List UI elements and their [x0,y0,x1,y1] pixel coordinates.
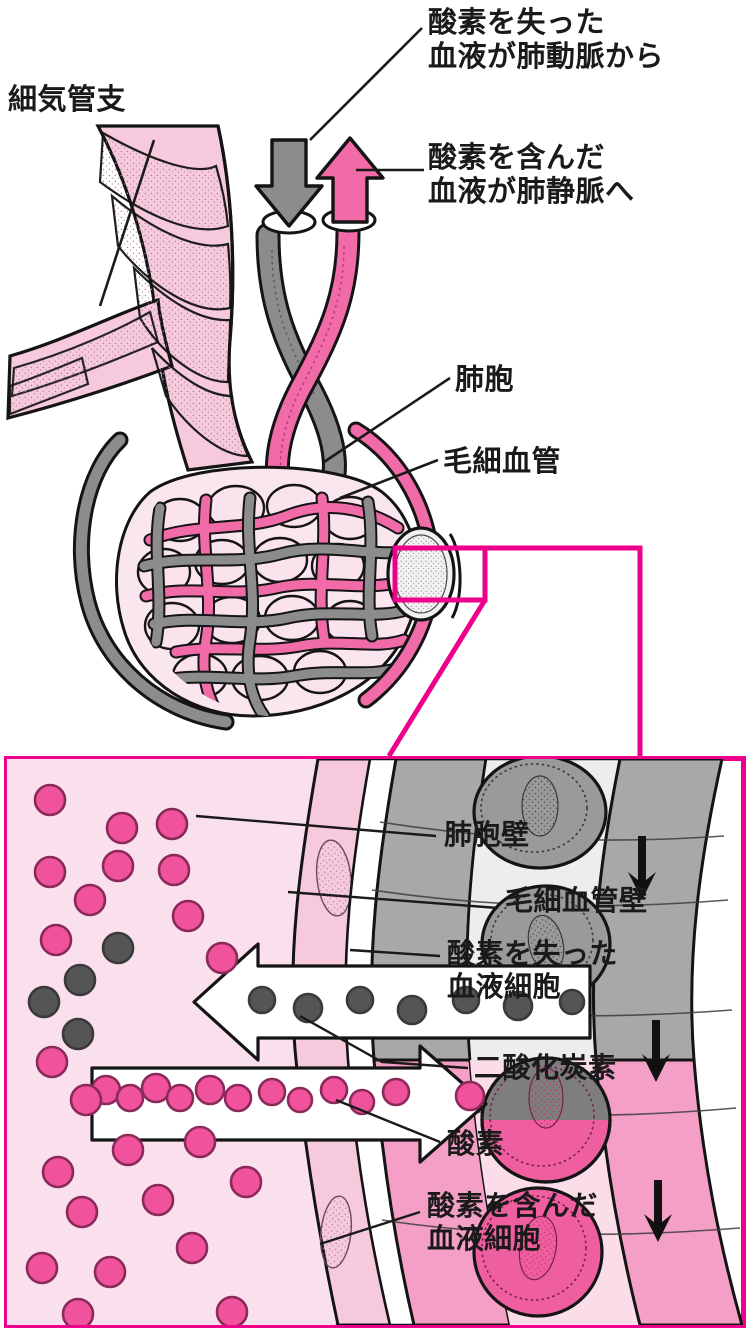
leader-bronchiole [98,139,156,307]
detail-panel [4,756,746,1328]
pulmonary-artery-arrow [254,138,324,228]
label-carbon-dioxide: 二酸化炭素 [474,1051,617,1084]
label-capillary: 毛細血管 [443,444,562,478]
o2-particles-in-arrow [90,1072,486,1116]
leader-deoxy-blood-cell [349,948,441,958]
leader-capillary-wall [287,890,499,910]
label-capillary-wall: 毛細血管壁 [505,884,648,917]
label-oxygenated-blood-cell: 酸素を含んだ 血液細胞 [427,1189,599,1256]
capillary-wall-pink-far [594,1058,743,1325]
label-alveolar-wall: 肺胞壁 [444,818,530,851]
blood-flow-arrow-3 [644,1180,672,1242]
leader-oxy-blood-cell [319,1210,421,1246]
deoxygenated-blood-cell [472,759,608,870]
label-oxygenated-outflow: 酸素を含んだ 血液が肺静脈へ [428,140,635,209]
leader-lines-lower [195,814,499,1246]
oxygen-particles [25,783,263,1325]
callout-source-alveolus [386,526,462,622]
co2-particles-in-arrow [247,985,586,1026]
oxygenated-blood-cell [472,1186,604,1318]
alveolar-air-space [7,759,336,1325]
blood-flow-arrow-1 [628,836,656,900]
label-alveolus: 肺胞 [455,362,515,396]
label-deoxygenated-blood-cell: 酸素を失った 血液細胞 [447,937,619,1004]
leader-deoxy-inflow [309,27,423,141]
callout-box [392,545,488,603]
label-oxygen: 酸素 [447,1127,505,1160]
leader-oxygen [335,1098,441,1144]
alveolar-sac-cluster [72,421,462,731]
leader-carbon-dioxide [299,1014,469,1070]
leader-lines-upper [98,27,451,500]
leader-alveolus [323,376,451,464]
co2-out-arrow [192,942,592,1062]
callout-connector [386,545,643,758]
pulmonary-vein-arrow [315,136,385,224]
leader-capillary [339,458,439,500]
bronchiole [6,124,255,472]
leader-alveolar-wall [195,814,437,838]
carbon-dioxide-particles [27,931,135,1051]
label-deoxygenated-inflow: 酸素を失った 血液が肺動脈から [428,5,665,74]
blood-cell-gaining-oxygen [480,1056,612,1184]
label-bronchiole: 細気管支 [8,82,127,116]
blood-flow-arrow-2 [642,1020,670,1082]
